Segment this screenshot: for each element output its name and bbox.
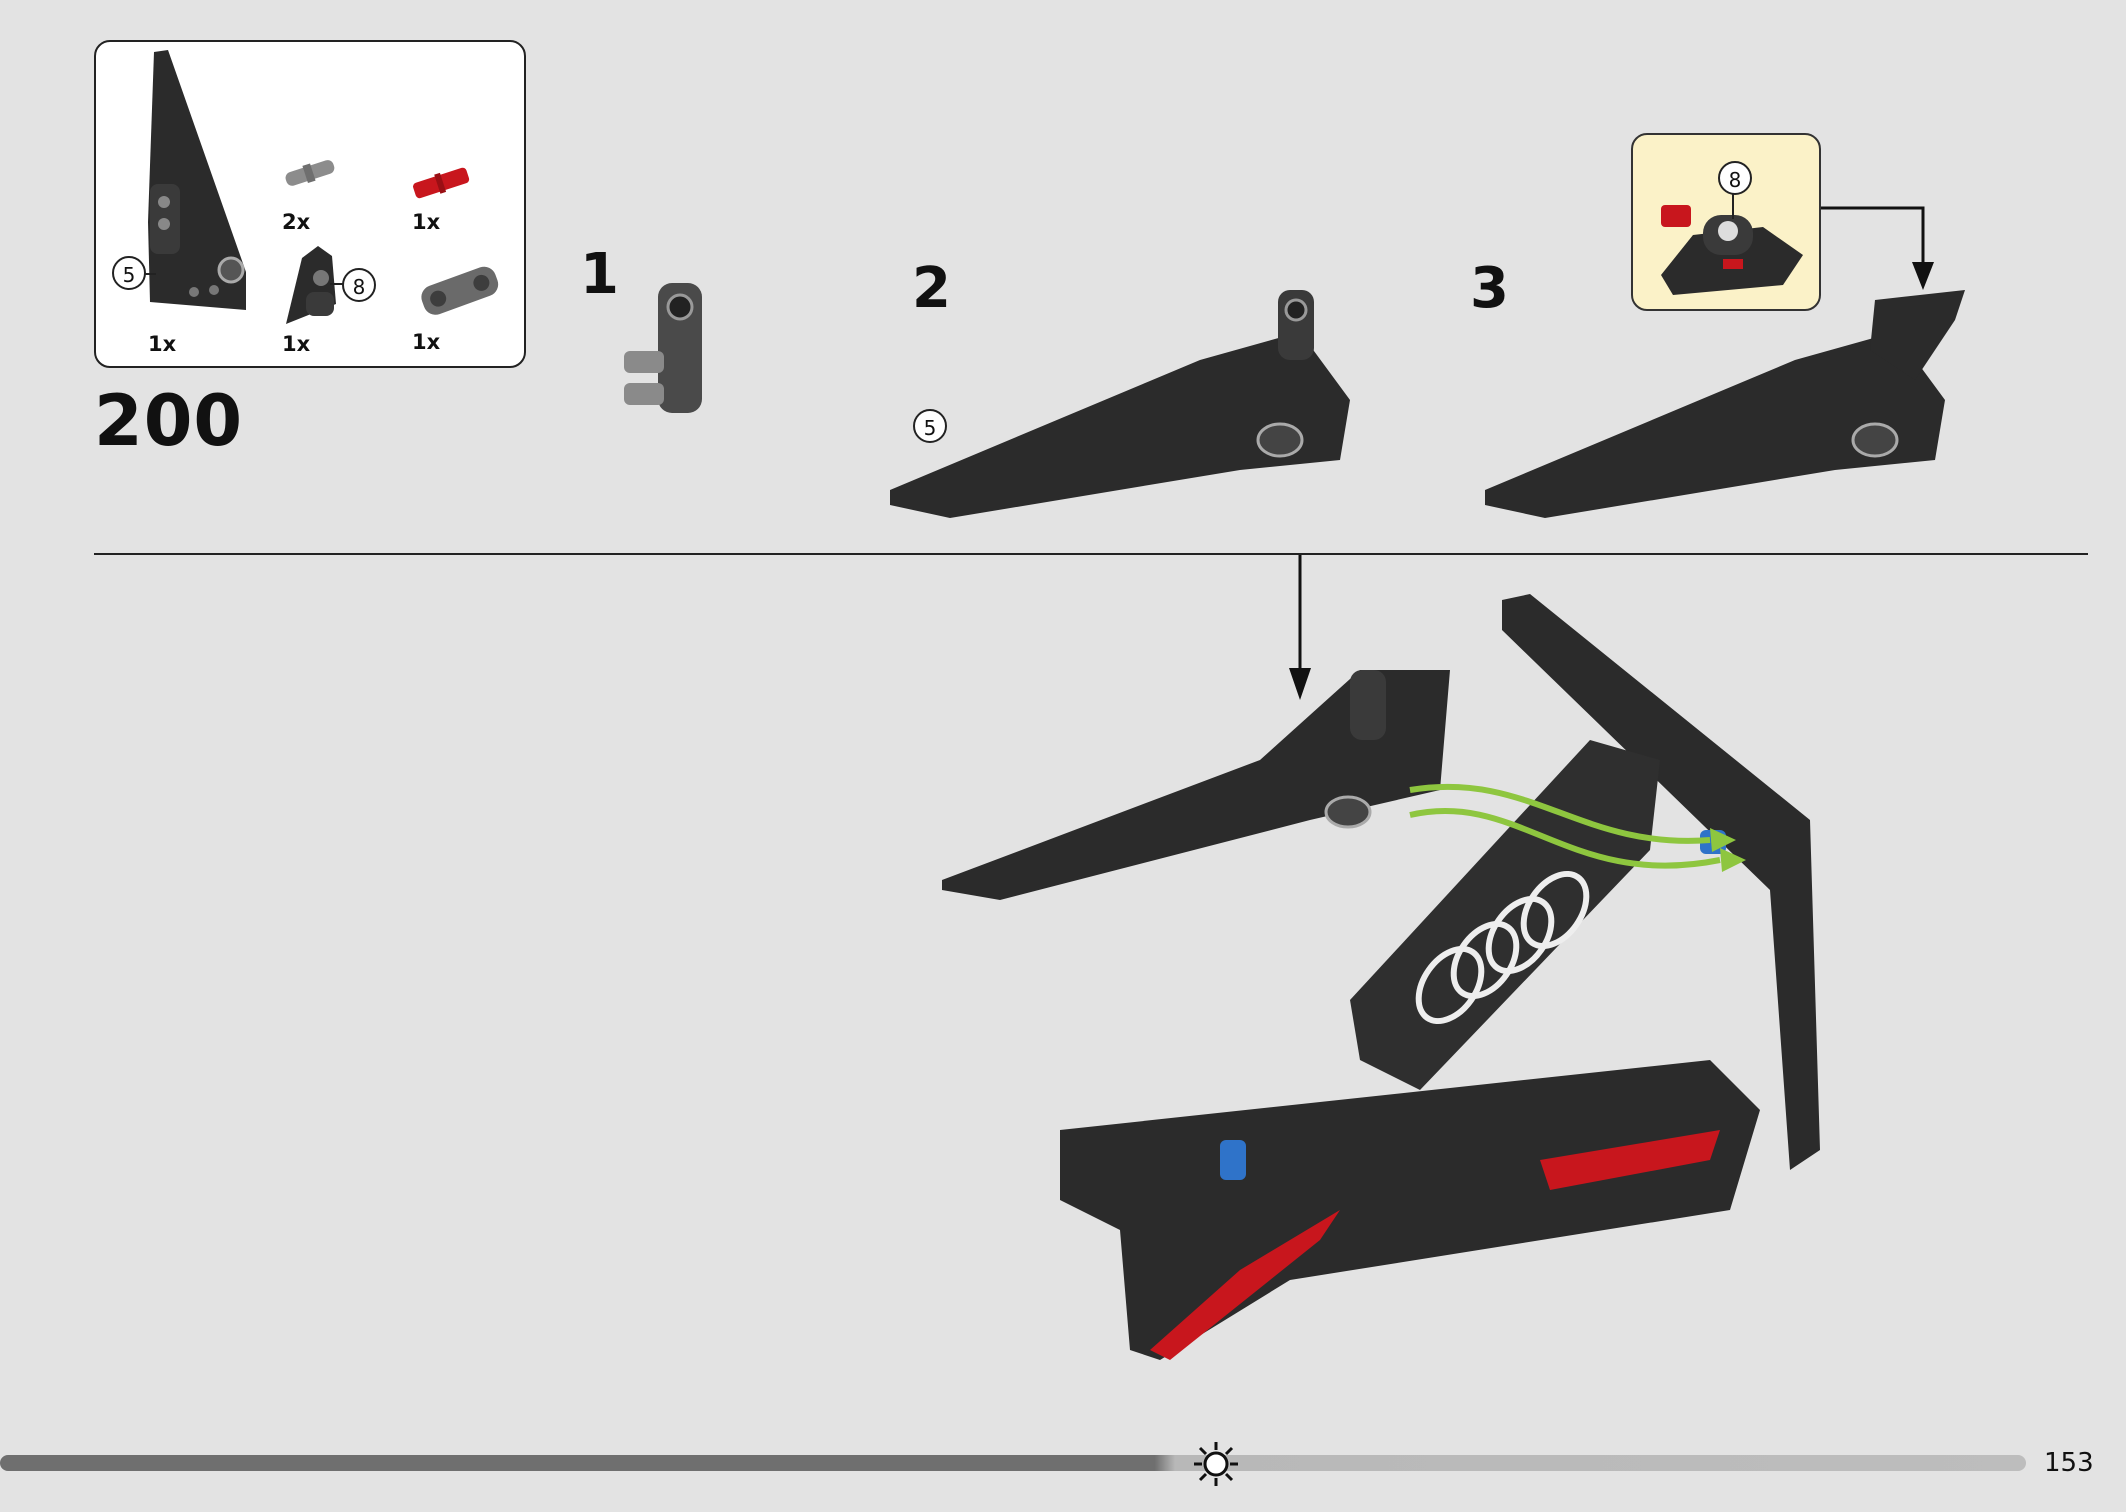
four-rings-logo — [1415, 870, 1590, 1025]
part-callout-8: 8 — [342, 268, 376, 302]
parts-illustrations — [140, 50, 499, 324]
part-red-axle-pin-image — [413, 167, 470, 199]
substep-1-illustration — [624, 283, 702, 413]
part-qty-red-axle-pin: 1x — [412, 210, 441, 234]
part-qty-grey-pin: 2x — [282, 210, 311, 234]
part-grey-pin-image — [285, 160, 335, 186]
page-number: 153 — [2044, 1448, 2094, 1478]
step-number: 200 — [94, 380, 244, 462]
part-qty-wing-panel: 1x — [148, 332, 177, 356]
substep-number-3: 3 — [1470, 256, 1509, 321]
green-guide-arrow-2 — [1409, 807, 1721, 869]
main-assembly-illustration — [942, 594, 1820, 1360]
sun-gear-icon — [1194, 1442, 1238, 1486]
substep-3-illustration — [1485, 290, 1965, 518]
progress-bar — [0, 1455, 2026, 1471]
green-guide-arrow-1 — [1409, 783, 1711, 844]
part-qty-small-wing-clip: 1x — [282, 332, 311, 356]
subassembly-callout-box: 8 — [1631, 133, 1821, 311]
part-qty-grey-connector: 1x — [412, 330, 441, 354]
parts-list-box: 5 8 1x 2x 1x 1x 1x — [94, 40, 526, 368]
substep-2-callout-5: 5 — [913, 409, 947, 443]
part-small-wing-clip-image — [286, 246, 336, 324]
substep-number-2: 2 — [912, 256, 951, 321]
subassembly-illustration — [1661, 185, 1803, 295]
part-grey-connector-image — [421, 266, 499, 315]
subassembly-callout-8: 8 — [1718, 161, 1752, 195]
subassembly-arrow — [1821, 206, 1925, 272]
part-callout-5: 5 — [112, 256, 146, 290]
substep-number-1: 1 — [580, 242, 619, 307]
substep-2-illustration — [890, 290, 1350, 518]
step-divider-line — [94, 553, 2088, 555]
part-wing-panel-image — [148, 50, 246, 310]
